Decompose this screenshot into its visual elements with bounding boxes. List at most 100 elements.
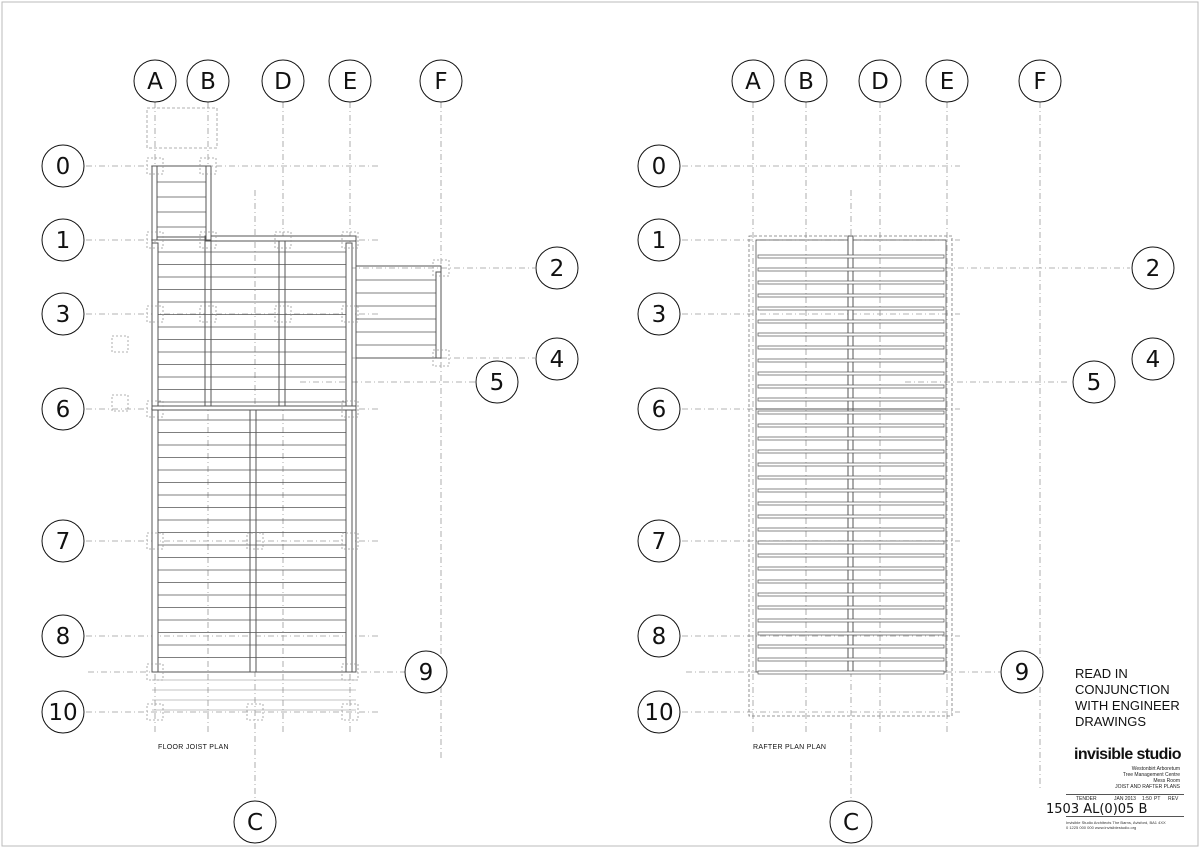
grid-bubble-9: 9 (1000, 650, 1044, 694)
rafter (757, 384, 945, 389)
grid-bubble-5: 5 (475, 360, 519, 404)
pad-footing (111, 394, 129, 412)
rafter (757, 267, 945, 272)
grid-bubble-circle (41, 144, 85, 188)
beam-gridline-1 (204, 235, 357, 242)
grid-bubble-circle (1072, 360, 1116, 404)
drawing-title: JOIST AND RAFTER PLANS (1115, 784, 1180, 790)
pad-footing (146, 663, 164, 681)
rafter (757, 579, 945, 584)
grid-bubble-0: 0 (637, 144, 681, 188)
grid-bubble-label: 10 (48, 700, 77, 726)
project-room: Mess Room (1153, 778, 1180, 784)
pad-footing (146, 400, 164, 418)
pad-footing (199, 305, 217, 323)
grid-bubble-d: D (261, 59, 305, 103)
grid-bubble-c: C (829, 800, 873, 844)
grid-bubble-circle (261, 59, 305, 103)
stair-stringer (151, 165, 158, 241)
grid-bubble-label: C (247, 810, 263, 836)
grid-bubble-4: 4 (1131, 337, 1175, 381)
grid-bubble-label: 9 (419, 660, 434, 686)
note-line: DRAWINGS (1075, 714, 1147, 729)
rafter (757, 475, 945, 480)
rafter (757, 345, 945, 350)
rafter (757, 566, 945, 571)
grid-bubble-label: 1 (56, 228, 71, 254)
grid-bubble-label: D (871, 69, 889, 95)
grid-bubble-circle (637, 519, 681, 563)
grid-bubble-label: 7 (56, 529, 71, 555)
rafter (757, 488, 945, 493)
grid-bubble-circle (637, 218, 681, 262)
rafter-plan-caption: RAFTER PLAN PLAN (753, 744, 826, 751)
grid-bubble-10: 10 (41, 690, 85, 734)
grid-bubble-circle (829, 800, 873, 844)
pad-footing (146, 305, 164, 323)
pad-footing (274, 305, 292, 323)
grid-bubble-7: 7 (637, 519, 681, 563)
beam-gridline-e (345, 242, 353, 673)
grid-bubble-label: 4 (1146, 347, 1161, 373)
grid-bubble-label: B (200, 69, 216, 95)
grid-bubble-circle (475, 360, 519, 404)
rafter (757, 397, 945, 402)
grid-bubble-label: 1 (652, 228, 667, 254)
rafter (757, 631, 945, 636)
grid-bubble-circle (637, 690, 681, 734)
rafter (757, 618, 945, 623)
address-line: 0 1225 000 000 www.invisiblestudio.org (1066, 825, 1137, 830)
rafter (757, 605, 945, 610)
grid-bubble-label: A (745, 69, 761, 95)
rafter (757, 644, 945, 649)
grid-bubble-circle (419, 59, 463, 103)
grid-bubble-e: E (328, 59, 372, 103)
grid-bubble-5: 5 (1072, 360, 1116, 404)
grid-bubble-7: 7 (41, 519, 85, 563)
grid-bubble-circle (858, 59, 902, 103)
pad-footing (199, 231, 217, 249)
grid-bubble-e: E (925, 59, 969, 103)
drawing-scale: 1:50 (1142, 796, 1152, 802)
grid-bubble-circle (186, 59, 230, 103)
drawing-number: 1503 AL(0)05 B (1046, 802, 1148, 817)
grid-bubble-label: 8 (56, 624, 71, 650)
grid-bubble-label: 9 (1015, 660, 1030, 686)
grid-bubble-d: D (858, 59, 902, 103)
note-line: WITH ENGINEER (1075, 698, 1180, 713)
grid-bubble-circle (535, 337, 579, 381)
grid-bubble-circle (535, 246, 579, 290)
grid-bubble-6: 6 (637, 387, 681, 431)
grid-bubble-a: A (133, 59, 177, 103)
rafter (757, 527, 945, 532)
grid-bubble-2: 2 (535, 246, 579, 290)
title-block: invisible studio Westonbirt Arboretum Tr… (1046, 746, 1184, 842)
drawing-status: TENDER (1076, 796, 1097, 802)
grid-bubble-circle (328, 59, 372, 103)
studio-logo: invisible studio (1074, 746, 1181, 763)
grid-bubble-label: 6 (56, 397, 71, 423)
grid-bubble-f: F (419, 59, 463, 103)
grid-bubble-label: 5 (1087, 370, 1102, 396)
rafter (757, 306, 945, 311)
drawn-by: PT (1154, 796, 1161, 802)
pad-footing (432, 349, 450, 367)
grid-bubble-circle (637, 292, 681, 336)
pad-footing (146, 157, 164, 175)
grid-bubble-c: C (233, 800, 277, 844)
pad-footing (341, 231, 359, 249)
project-building: Tree Management Centre (1122, 772, 1180, 778)
grid-bubble-label: 4 (550, 347, 565, 373)
grid-bubble-label: 6 (652, 397, 667, 423)
pad-footing (274, 231, 292, 249)
grid-bubble-0: 0 (41, 144, 85, 188)
pad-footing (341, 400, 359, 418)
pad-footing (146, 231, 164, 249)
pad-footing (341, 532, 359, 550)
pad-footing (199, 157, 217, 175)
grid-bubble-b: B (186, 59, 230, 103)
grid-bubble-circle (1131, 337, 1175, 381)
grid-bubble-label: F (434, 69, 447, 95)
rafter (757, 670, 945, 675)
